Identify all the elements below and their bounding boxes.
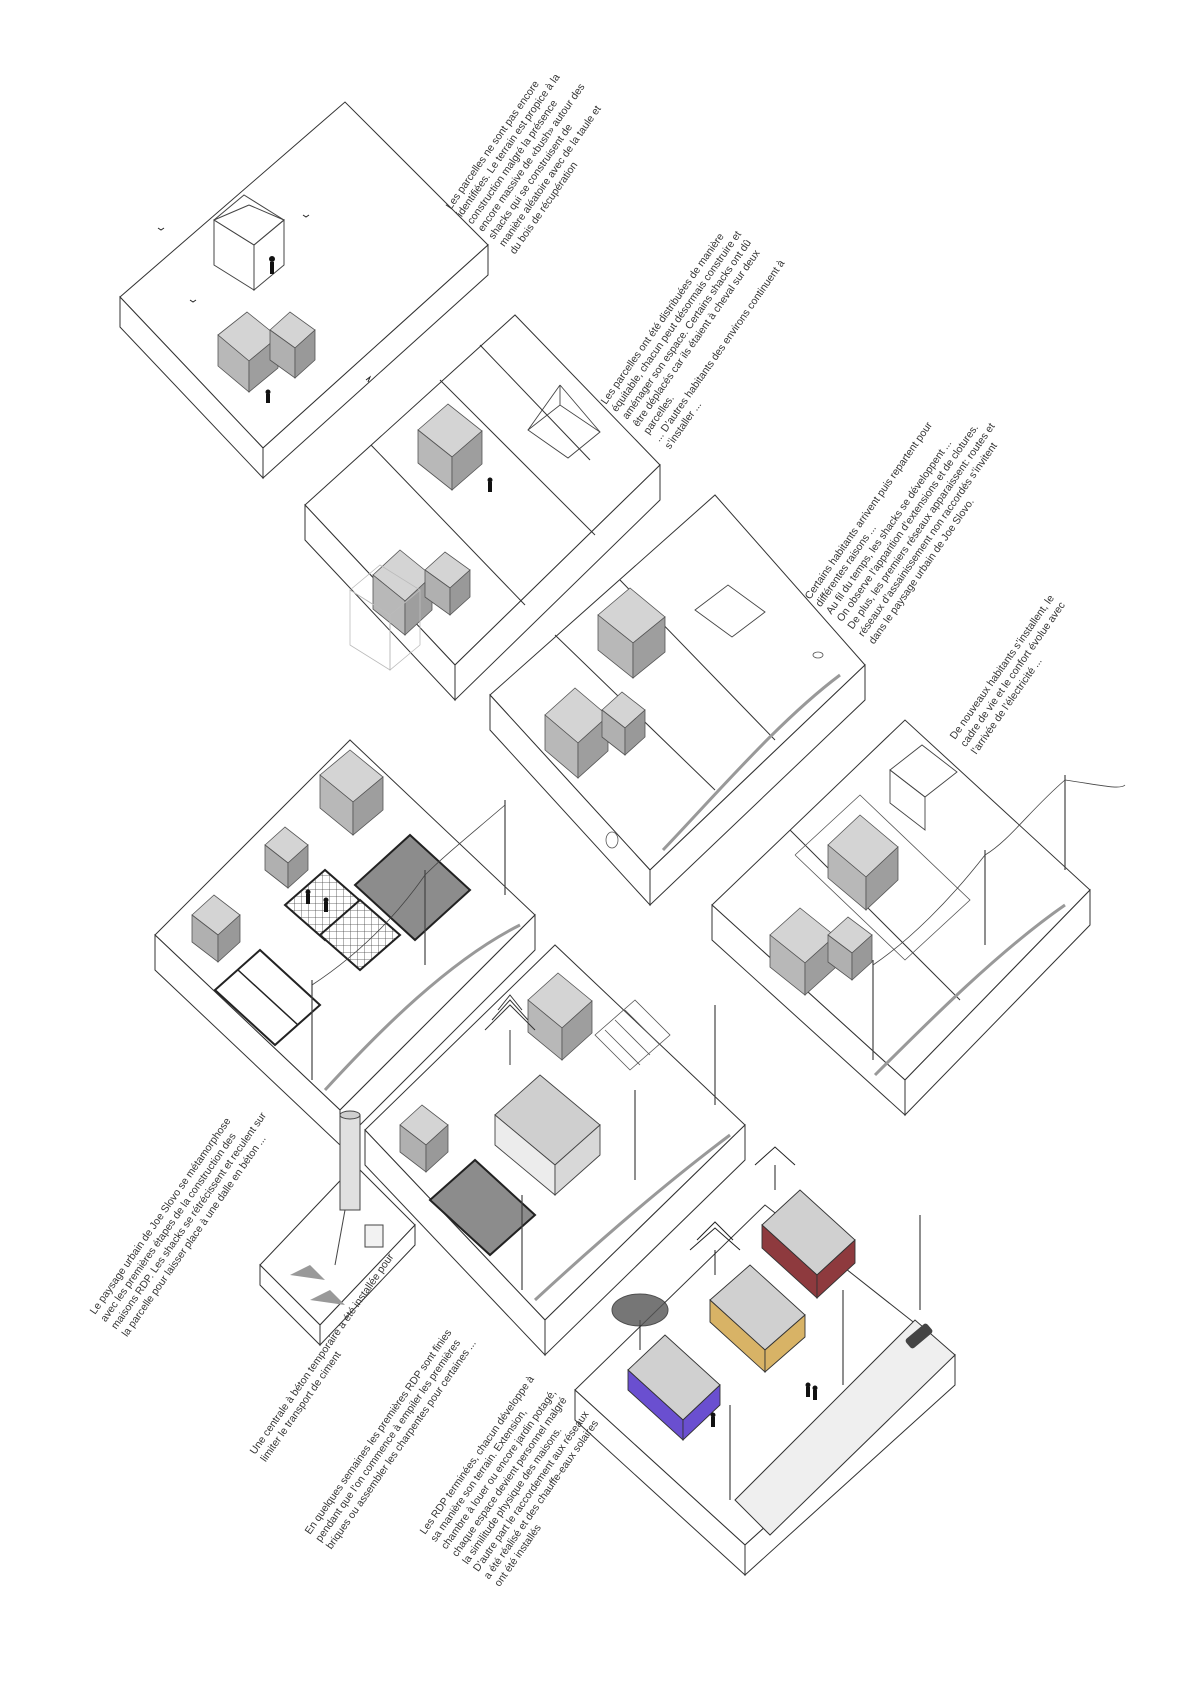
- wireframe-shack-icon: [694, 584, 766, 638]
- road: [734, 1319, 956, 1536]
- caption-line: cadre de vie et le confort évolue avec: [958, 600, 1068, 749]
- electric-pole-icon: [729, 1215, 921, 1500]
- rdp-house-red: [761, 1189, 856, 1300]
- rdp-house-purple: [627, 1334, 721, 1442]
- shack-icon: [399, 972, 593, 1173]
- caption-line: maisons RDP. Les shacks se rétrécissent …: [109, 1110, 269, 1332]
- rdp-house-icon: [494, 1074, 601, 1197]
- plot-block-step-1: [119, 101, 489, 480]
- fence: [794, 794, 971, 961]
- wireframe-shack-icon: [213, 194, 285, 292]
- caption-step-4: De nouveaux habitants s’installent, leca…: [948, 592, 1079, 756]
- construction-frame-icon: [594, 999, 671, 1071]
- caption-step-2: Les parcelles ont été distribuées de man…: [599, 220, 798, 451]
- wireframe-shack-icon: [889, 744, 958, 831]
- tree-icon: [484, 994, 536, 1065]
- shack-icon: [217, 311, 316, 393]
- shack-icon: [191, 749, 384, 963]
- caption-line: limiter le transport de ciment: [258, 1349, 344, 1464]
- person-icon: [487, 477, 493, 492]
- caption-line: avec les premières étapes de la construc…: [98, 1131, 238, 1324]
- manhole-icon: [605, 651, 824, 849]
- ghost-shack-icon: [349, 564, 421, 671]
- shack-icon: [769, 814, 899, 996]
- caption-line: équitable, chacun peut désormais constru…: [609, 229, 744, 414]
- plot-block-step-3: [489, 494, 866, 907]
- car-icon: [905, 1323, 933, 1349]
- plot-block-step-8: [574, 1204, 956, 1577]
- concrete-slab: [428, 1158, 537, 1257]
- rdp-house-ochre: [709, 1264, 806, 1374]
- electric-pole-icon: [311, 800, 506, 1080]
- concrete-slab: [213, 833, 472, 1047]
- concrete-silo-icon: [290, 1110, 384, 1305]
- person-icon: [265, 256, 275, 403]
- person-icon: [305, 889, 329, 912]
- shack-icon: [544, 587, 666, 779]
- caption-step-5: Le paysage urbain de Joe Slovo se métamo…: [88, 1095, 280, 1339]
- person-icon: [710, 1382, 818, 1427]
- tree-icon: [611, 1146, 796, 1350]
- wireframe-shack-icon: [527, 384, 601, 459]
- bird-icon: [157, 214, 372, 383]
- electric-pole-icon: [521, 1005, 716, 1290]
- caption-step-3: Certains habitants arrivent puis reparte…: [803, 391, 1019, 646]
- concrete-plant-block: [259, 1164, 416, 1347]
- electric-pole-icon: [872, 775, 1126, 1060]
